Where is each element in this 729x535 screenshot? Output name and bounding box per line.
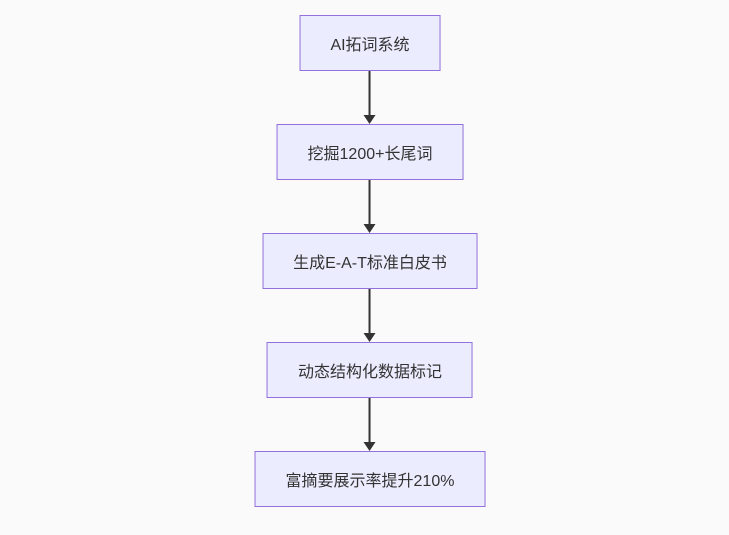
flow-node-structured-data-markup: 动态结构化数据标记 [266, 342, 473, 398]
arrow-shaft [369, 71, 371, 115]
flow-node-rich-snippet-rate: 富摘要展示率提升210% [254, 451, 486, 507]
arrowhead-down-icon [364, 442, 376, 451]
arrowhead-down-icon [364, 115, 376, 124]
flow-node-ai-keyword-system: AI拓词系统 [299, 15, 441, 71]
arrowhead-down-icon [364, 333, 376, 342]
arrow-down-2 [364, 180, 376, 233]
arrow-down-3 [364, 289, 376, 342]
flow-node-longtail-mining: 挖掘1200+长尾词 [276, 124, 464, 180]
arrow-down-4 [364, 398, 376, 451]
arrow-down-1 [364, 71, 376, 124]
arrow-shaft [369, 398, 371, 442]
arrow-shaft [369, 180, 371, 224]
arrow-shaft [369, 289, 371, 333]
flowchart-column: AI拓词系统 挖掘1200+长尾词 生成E-A-T标准白皮书 动态结构化数据标记… [254, 15, 486, 507]
flow-node-eat-whitepaper: 生成E-A-T标准白皮书 [262, 233, 478, 289]
arrowhead-down-icon [364, 224, 376, 233]
